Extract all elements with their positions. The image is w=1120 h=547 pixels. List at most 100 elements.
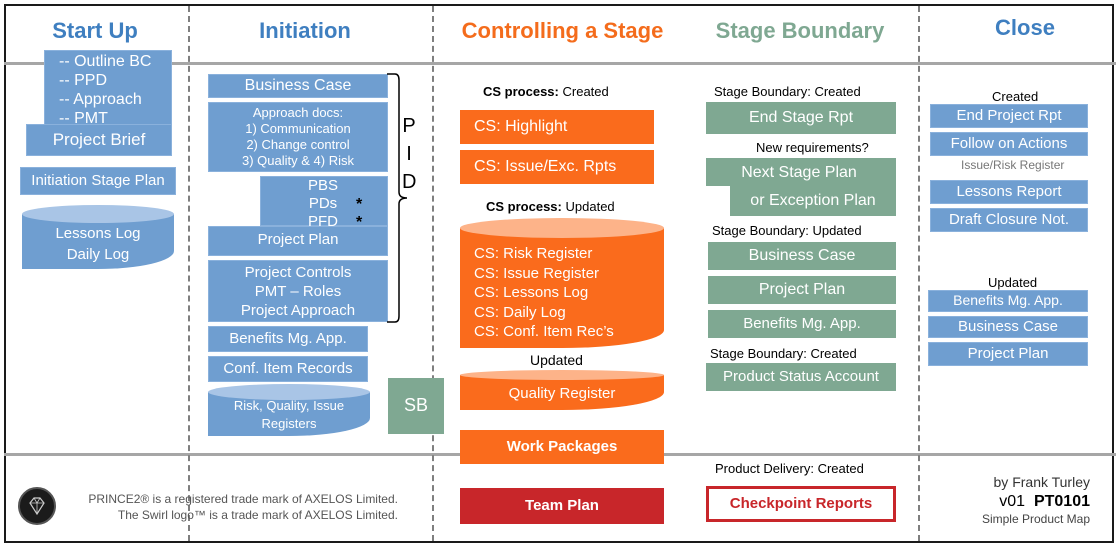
pid-letter-p: P: [402, 115, 416, 137]
product-status-account-box: Product Status Account: [706, 363, 896, 391]
checkpoint-reports-box: Checkpoint Reports: [706, 486, 896, 522]
version-line: v01 PT0101: [960, 493, 1090, 511]
author-label: by Frank Turley: [993, 474, 1090, 490]
registers-cylinder: Risk, Quality, Issue Registers: [208, 384, 370, 436]
header-stage-boundary: Stage Boundary: [715, 18, 885, 43]
project-controls-box: Project Controls PMT – Roles Project App…: [208, 260, 388, 322]
cs-daily-log: CS: Daily Log: [474, 303, 566, 321]
trademark-line-1: PRINCE2® is a registered trade mark of A…: [88, 492, 398, 506]
pbs-upper-box: [260, 176, 388, 226]
end-project-rpt-box: End Project Rpt: [930, 104, 1088, 128]
column-divider-3: [918, 6, 920, 541]
cs-updated-label: CS process: Updated: [486, 199, 615, 214]
cs-created-label: CS process: Created: [483, 84, 609, 99]
initiation-stage-plan-box: Initiation Stage Plan: [20, 167, 176, 195]
outline-item-approach: -- Approach: [59, 91, 142, 108]
sb-created-label: Stage Boundary: Created: [714, 84, 861, 99]
pid-letter-d: D: [402, 171, 417, 193]
quality-register-cylinder: Quality Register: [460, 370, 664, 410]
project-plan-label: Project Plan: [257, 231, 339, 248]
pfd-star: *: [356, 214, 363, 231]
exception-plan-label: or Exception Plan: [750, 192, 876, 209]
cs-issue-register: CS: Issue Register: [474, 264, 600, 282]
column-divider-2: [432, 6, 434, 541]
controlling-updated-label: Updated: [530, 352, 583, 368]
next-stage-upper-box: [706, 158, 896, 186]
outline-items-box: -- Outline BC -- PPD -- Approach -- PMT: [44, 50, 172, 127]
header-close: Close: [995, 15, 1055, 40]
cs-lessons-log: CS: Lessons Log: [474, 284, 589, 301]
sb-box: SB: [388, 378, 444, 434]
registers-line-2: Registers: [261, 416, 317, 431]
lessons-report-box: Lessons Report: [930, 180, 1088, 204]
exception-plan-lower-box: [730, 186, 896, 216]
trademark-line-2: The Swirl logo™ is a trade mark of AXELO…: [117, 508, 398, 522]
sb-business-case-box: Business Case: [708, 242, 896, 270]
sb-project-plan-box: Project Plan: [708, 276, 896, 304]
close-updated-label: Updated: [988, 275, 1038, 290]
new-requirements-label: New requirements?: [756, 140, 869, 155]
cs-conf-item-recs: CS: Conf. Item Rec’s: [474, 323, 614, 340]
product-delivery-label: Product Delivery: Created: [715, 461, 864, 476]
cs-risk-register: CS: Risk Register: [474, 245, 593, 262]
draft-closure-box: Draft Closure Not.: [930, 208, 1088, 232]
sb-created-label-2: Stage Boundary: Created: [710, 346, 857, 361]
registers-line-1: Risk, Quality, Issue: [233, 398, 345, 413]
pds-label: PDs: [308, 195, 338, 212]
project-brief-box: Project Brief: [26, 124, 172, 156]
header-start-up: Start Up: [52, 18, 138, 43]
issue-risk-register-label: Issue/Risk Register: [961, 158, 1065, 172]
approach-docs-title: Approach docs:: [252, 105, 344, 120]
lessons-log-label: Lessons Log: [55, 225, 141, 242]
cs-issue-exc-box: CS: Issue/Exc. Rpts: [460, 150, 654, 184]
project-plan-lower-box: [208, 226, 388, 256]
team-plan-box: Team Plan: [460, 488, 664, 524]
trademark-notice: PRINCE2® is a registered trade mark of A…: [66, 491, 398, 523]
conf-item-records-box: Conf. Item Records: [208, 356, 368, 382]
end-stage-rpt-box: End Stage Rpt: [706, 102, 896, 134]
outline-item-ppd: -- PPD: [59, 72, 107, 89]
header-controlling-stage: Controlling a Stage: [461, 18, 664, 43]
sb-updated-label: Stage Boundary: Updated: [712, 223, 862, 238]
column-divider-1: [188, 6, 190, 541]
close-project-plan-box: Project Plan: [928, 342, 1088, 366]
pid-letter-i: I: [406, 143, 412, 165]
init-business-case-box: Business Case: [208, 74, 388, 98]
cs-highlight-box: CS: Highlight: [460, 110, 654, 144]
pds-star: *: [356, 196, 363, 213]
approach-docs-3: 3) Quality & 4) Risk: [242, 153, 354, 168]
pid-bracket: [387, 73, 408, 323]
project-controls-label: Project Controls: [244, 263, 352, 281]
close-created-label: Created: [992, 89, 1039, 104]
quality-register-label: Quality Register: [508, 385, 616, 402]
work-packages-box: Work Packages: [460, 430, 664, 464]
sb-benefits-box: Benefits Mg. App.: [708, 310, 896, 338]
next-stage-plan-label: Next Stage Plan: [741, 164, 857, 181]
outline-item-bc: -- Outline BC: [59, 53, 152, 70]
header-divider: [4, 62, 1116, 65]
code-label: PT0101: [1033, 493, 1090, 510]
close-benefits-box: Benefits Mg. App.: [928, 290, 1088, 312]
plan-items-text: PBS PDs PFD: [268, 177, 378, 231]
swirl-logo: [18, 487, 56, 525]
pfd-label: PFD: [308, 213, 338, 230]
approach-docs-2: 2) Change control: [246, 137, 350, 152]
pid-letters: P I D: [402, 112, 416, 196]
map-subtitle: Simple Product Map: [981, 512, 1090, 526]
init-benefits-box: Benefits Mg. App.: [208, 326, 368, 352]
version-label: v01: [999, 493, 1026, 510]
cs-registers-cylinder: CS: Risk Register CS: Issue Register CS:…: [460, 218, 664, 348]
pbs-label: PBS: [307, 177, 338, 194]
outer-frame: [4, 4, 1114, 543]
approach-docs-box: Approach docs: 1) Communication 2) Chang…: [208, 102, 388, 172]
header-initiation: Initiation: [259, 18, 351, 43]
outline-item-pmt: -- PMT: [59, 110, 108, 127]
close-business-case-box: Business Case: [928, 316, 1088, 338]
follow-on-actions-box: Follow on Actions: [930, 132, 1088, 156]
daily-log-label: Daily Log: [66, 246, 130, 263]
pmt-roles-label: PMT – Roles: [254, 282, 342, 300]
approach-docs-1: 1) Communication: [245, 121, 351, 136]
project-approach-label: Project Approach: [240, 301, 356, 319]
diamond-icon: [29, 497, 45, 516]
